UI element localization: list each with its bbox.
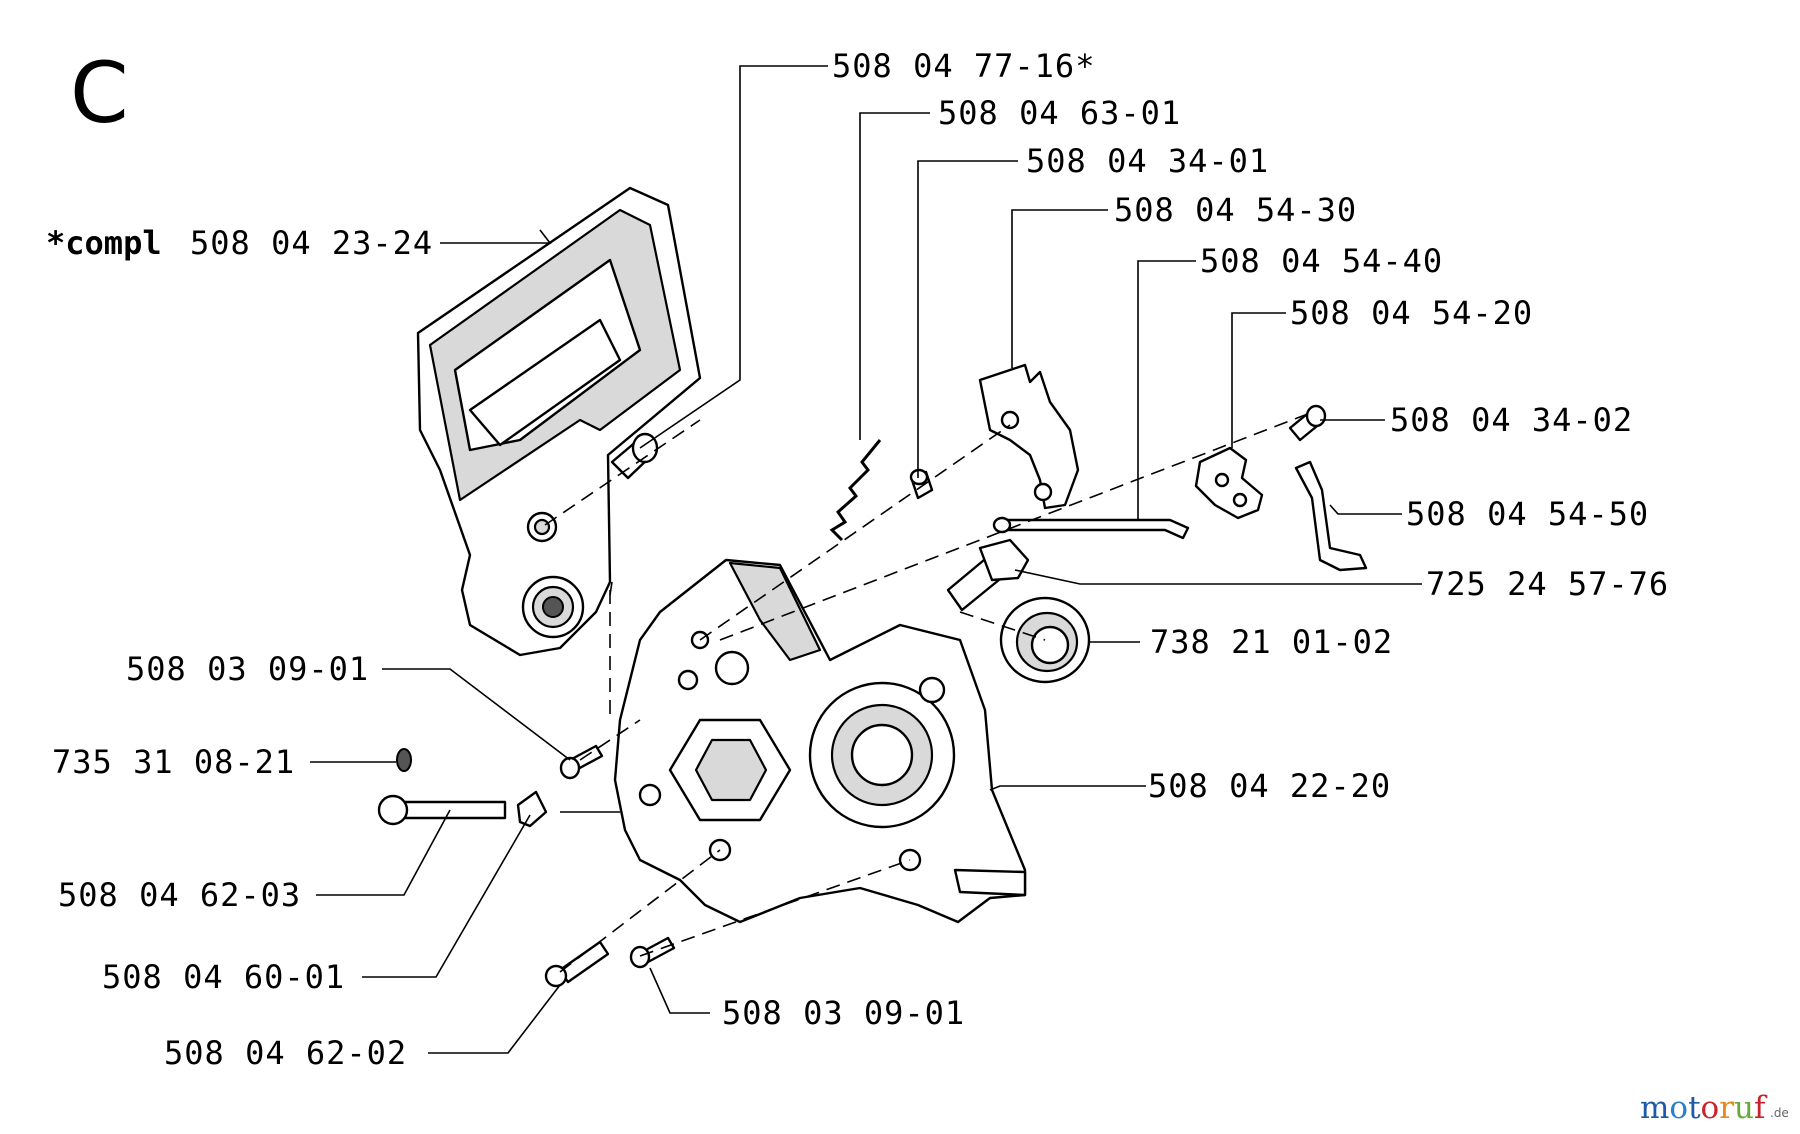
label-pin-34-02: 508 04 34-02 bbox=[1390, 401, 1633, 439]
label-cover-compl: 508 04 23-24 bbox=[190, 224, 433, 262]
clutch-cover-part bbox=[416, 186, 702, 657]
label-spring-63-01: 508 04 63-01 bbox=[938, 94, 1181, 132]
brake-lever-54-30-part bbox=[978, 363, 1080, 510]
washer-735-part bbox=[396, 748, 412, 772]
label-sleeve-34-01: 508 04 34-01 bbox=[1026, 142, 1269, 180]
rod-54-50-part bbox=[1294, 460, 1368, 572]
assembly-lines bbox=[544, 414, 1306, 973]
spring-63-01-part bbox=[829, 439, 882, 542]
label-screw-62-02: 508 04 62-02 bbox=[164, 1034, 407, 1072]
section-letter: C bbox=[70, 44, 129, 142]
label-washer-735: 735 31 08-21 bbox=[52, 743, 295, 781]
leader-lines bbox=[310, 65, 1422, 1054]
label-lever-54-30: 508 04 54-30 bbox=[1114, 191, 1357, 229]
bracket-54-20-part bbox=[1194, 446, 1264, 520]
label-screw-725: 725 24 57-76 bbox=[1426, 565, 1669, 603]
label-screw-09-01-b: 508 03 09-01 bbox=[722, 994, 965, 1032]
screw-09-01-a-part bbox=[559, 744, 604, 780]
link-rod-54-40-part bbox=[992, 516, 1190, 540]
svg-text:motoruf: motoruf bbox=[1640, 1090, 1768, 1126]
pin-77-16-part bbox=[610, 432, 659, 480]
label-nut-60-01: 508 04 60-01 bbox=[102, 958, 345, 996]
sleeve-34-01-part bbox=[909, 468, 934, 500]
nut-60-01-part bbox=[516, 790, 548, 828]
label-bracket-54-20: 508 04 54-20 bbox=[1290, 294, 1533, 332]
label-rod-54-40: 508 04 54-40 bbox=[1200, 242, 1443, 280]
svg-text:.de: .de bbox=[1770, 1106, 1789, 1120]
pin-34-02-part bbox=[1288, 404, 1327, 442]
label-adjust-screw-62-03: 508 04 62-03 bbox=[58, 876, 301, 914]
label-cover-prefix: *compl bbox=[46, 224, 162, 262]
motoruf-watermark: motoruf .de bbox=[1640, 1090, 1789, 1126]
label-screw-09-01-a: 508 03 09-01 bbox=[126, 650, 369, 688]
screw-62-02-part bbox=[544, 940, 610, 988]
label-crankcase-22-20: 508 04 22-20 bbox=[1148, 767, 1391, 805]
label-bearing-738: 738 21 01-02 bbox=[1150, 623, 1393, 661]
label-rod-54-50: 508 04 54-50 bbox=[1406, 495, 1649, 533]
crankcase-22-20-part bbox=[613, 558, 1027, 924]
bearing-738-part bbox=[999, 596, 1091, 684]
label-pin-77-16: 508 04 77-16* bbox=[832, 47, 1095, 85]
adjust-screw-62-03-part bbox=[377, 794, 507, 826]
screw-725-part bbox=[946, 538, 1030, 612]
screw-09-01-b-part bbox=[629, 936, 676, 969]
